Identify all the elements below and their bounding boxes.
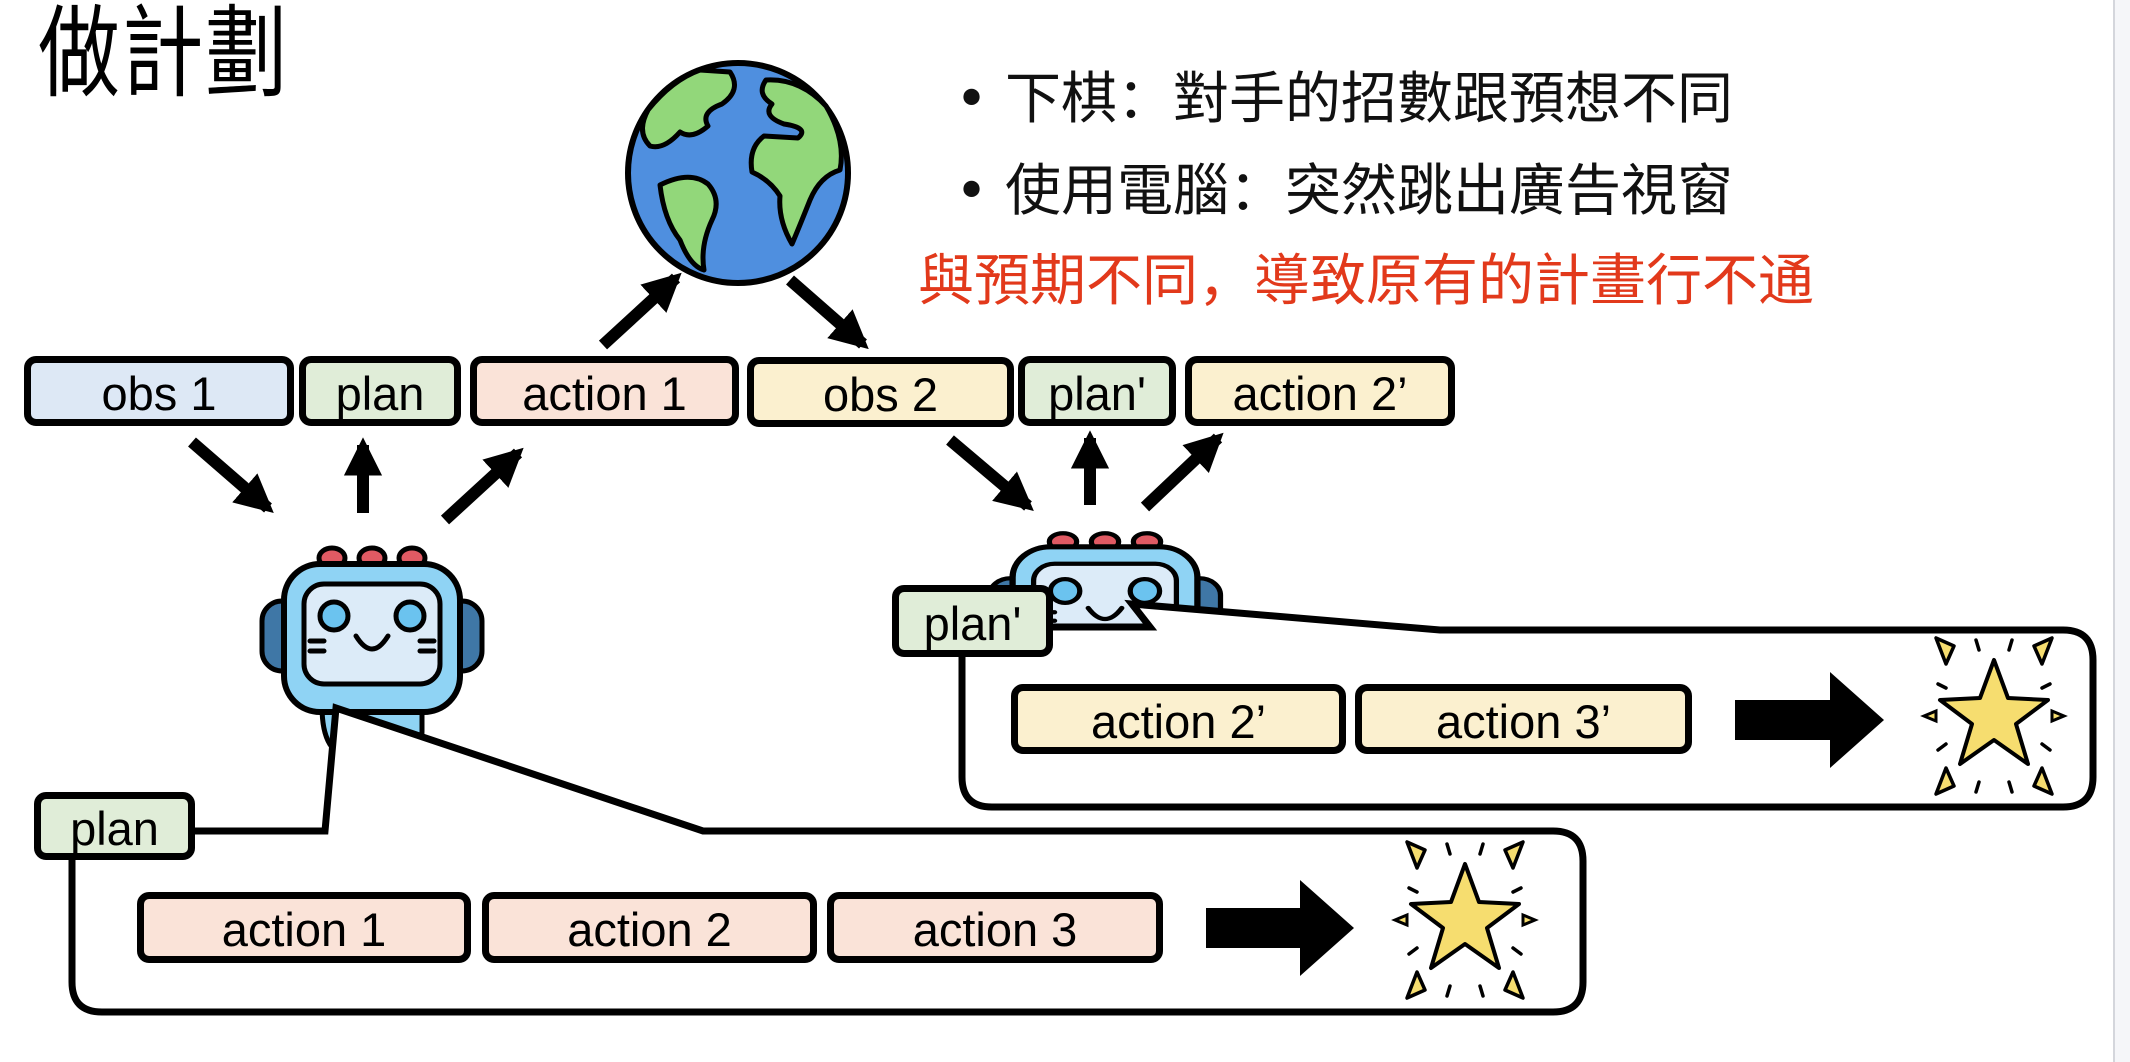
bullet-text: 下棋：對手的招數跟預想不同 [1005, 67, 1733, 132]
bullet-marker: • [955, 159, 989, 224]
action2-prime-box: action 2’ [1185, 356, 1455, 426]
bullet-marker: • [955, 67, 989, 132]
result-arrow-icon [1206, 880, 1354, 976]
globe-icon [625, 60, 851, 286]
obs2-box: obs 2 [747, 357, 1014, 427]
action1-box: action 1 [470, 356, 739, 426]
scrollbar-track [2113, 0, 2130, 1062]
bullet-text: 使用電腦：突然跳出廣告視窗 [1005, 159, 1733, 224]
arrow-action1-to-world [598, 272, 682, 350]
slide-title: 做計劃 [38, 0, 289, 112]
replan-step-box: action 2’ [1011, 684, 1346, 754]
arrow-obs1-to-agent [188, 437, 274, 514]
arrow-agent-to-action2-prime [1140, 432, 1224, 512]
replan-step-box: action 3’ [1355, 684, 1692, 754]
replan-tag: plan' [892, 585, 1053, 657]
arrow-obs2-to-agent [946, 435, 1034, 511]
arrow-world-to-obs2 [786, 275, 869, 350]
arrow-agent-to-action1 [440, 447, 524, 525]
plan-prime-box: plan' [1018, 356, 1176, 426]
plan-box: plan [299, 356, 461, 426]
result-arrow-icon [1735, 672, 1884, 768]
bullet-item: •下棋：對手的招數跟預想不同 [955, 68, 1733, 132]
plan-step-box: action 2 [482, 892, 817, 963]
plan-tag: plan [34, 792, 195, 860]
obs1-box: obs 1 [24, 356, 294, 426]
conclusion-text: 與預期不同，導致原有的計畫行不通 [918, 249, 1814, 314]
plan-step-box: action 3 [827, 892, 1163, 963]
bullet-item: •使用電腦：突然跳出廣告視窗 [955, 160, 1733, 224]
plan-step-box: action 1 [137, 892, 471, 963]
